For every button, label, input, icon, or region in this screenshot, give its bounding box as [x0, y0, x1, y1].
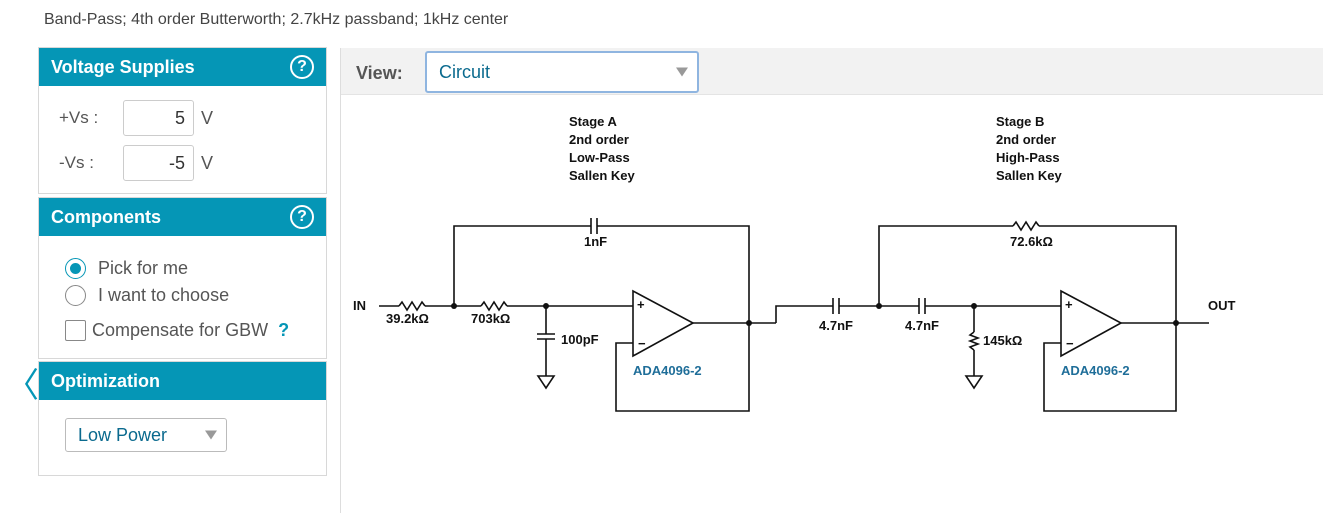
input-label: IN [353, 298, 366, 313]
help-icon[interactable]: ? [278, 320, 290, 340]
positive-supply-input[interactable]: 5 [123, 100, 194, 136]
compensate-gbw-option[interactable]: Compensate for GBW ? [65, 320, 289, 341]
optimization-title: Optimization [51, 370, 160, 391]
optimization-panel: Optimization Low Power [38, 361, 327, 476]
view-label: View: [356, 63, 403, 83]
optimization-select[interactable]: Low Power [65, 418, 227, 452]
c-ground-a-label: 100pF [561, 332, 599, 347]
choose-option[interactable]: I want to choose [65, 285, 229, 306]
circuit-diagram: Stage A 2nd order Low-Pass Sallen Key St… [353, 114, 1236, 412]
negative-supply-row: -Vs : -5 V [59, 145, 213, 181]
opamp-b-plus: + [1065, 297, 1073, 312]
stage-b-line-1: Stage B [996, 114, 1044, 129]
compensate-gbw-label: Compensate for GBW [92, 320, 269, 340]
components-panel: Components ? Pick for me I want to choos… [38, 197, 327, 359]
panel-divider [340, 48, 341, 513]
chevron-left-icon[interactable]: 〈 [5, 367, 39, 405]
opamp-b-label[interactable]: ADA4096-2 [1061, 363, 1130, 378]
voltage-supplies-title: Voltage Supplies [51, 56, 195, 77]
negative-supply-unit: V [201, 152, 214, 173]
pick-for-me-radio[interactable] [65, 258, 86, 279]
view-select[interactable]: Circuit [425, 51, 699, 93]
voltage-supplies-header: Voltage Supplies ? [39, 48, 326, 86]
opamp-a-label[interactable]: ADA4096-2 [633, 363, 702, 378]
help-icon[interactable]: ? [290, 55, 314, 79]
r-ground-b-label: 145kΩ [983, 333, 1022, 348]
optimization-value: Low Power [78, 424, 168, 445]
stage-a-line-2: 2nd order [569, 132, 629, 147]
stage-b-line-4: Sallen Key [996, 168, 1063, 183]
opamp-a-plus: + [637, 297, 645, 312]
stage-b-line-2: 2nd order [996, 132, 1056, 147]
help-icon[interactable]: ? [290, 205, 314, 229]
voltage-supplies-panel: Voltage Supplies ? +Vs : 5 V -Vs : -5 V [38, 47, 327, 194]
positive-supply-unit: V [201, 107, 214, 128]
r-feedback-b-label: 72.6kΩ [1010, 234, 1053, 249]
opamp-a-minus: − [638, 336, 646, 351]
page-subtitle: Band-Pass; 4th order Butterworth; 2.7kHz… [44, 11, 509, 28]
c1-b-label: 4.7nF [819, 318, 853, 333]
positive-supply-label: +Vs : [59, 108, 99, 127]
stage-b-line-3: High-Pass [996, 150, 1060, 165]
chevron-down-icon [205, 430, 217, 440]
c-feedback-a-label: 1nF [584, 234, 607, 249]
output-label: OUT [1208, 298, 1236, 313]
pick-for-me-label: Pick for me [98, 258, 189, 278]
choose-label: I want to choose [98, 285, 230, 305]
stage-a-line-4: Sallen Key [569, 168, 636, 183]
r1-label: 39.2kΩ [386, 311, 429, 326]
pick-for-me-option[interactable]: Pick for me [65, 258, 188, 279]
negative-supply-input[interactable]: -5 [123, 145, 194, 181]
negative-supply-label: -Vs : [59, 153, 94, 172]
components-header: Components ? [39, 198, 326, 236]
chevron-down-icon [676, 67, 688, 77]
r2-label: 703kΩ [471, 311, 510, 326]
optimization-header: Optimization [39, 362, 326, 400]
positive-supply-row: +Vs : 5 V [59, 100, 213, 136]
stage-a-line-3: Low-Pass [569, 150, 630, 165]
choose-radio[interactable] [65, 285, 86, 306]
view-value: Circuit [439, 61, 491, 82]
view-bar: View: Circuit [341, 48, 1323, 95]
stage-a-line-1: Stage A [569, 114, 618, 129]
opamp-b-minus: − [1066, 336, 1074, 351]
c2-b-label: 4.7nF [905, 318, 939, 333]
compensate-gbw-checkbox[interactable] [65, 320, 86, 341]
components-title: Components [51, 206, 161, 227]
